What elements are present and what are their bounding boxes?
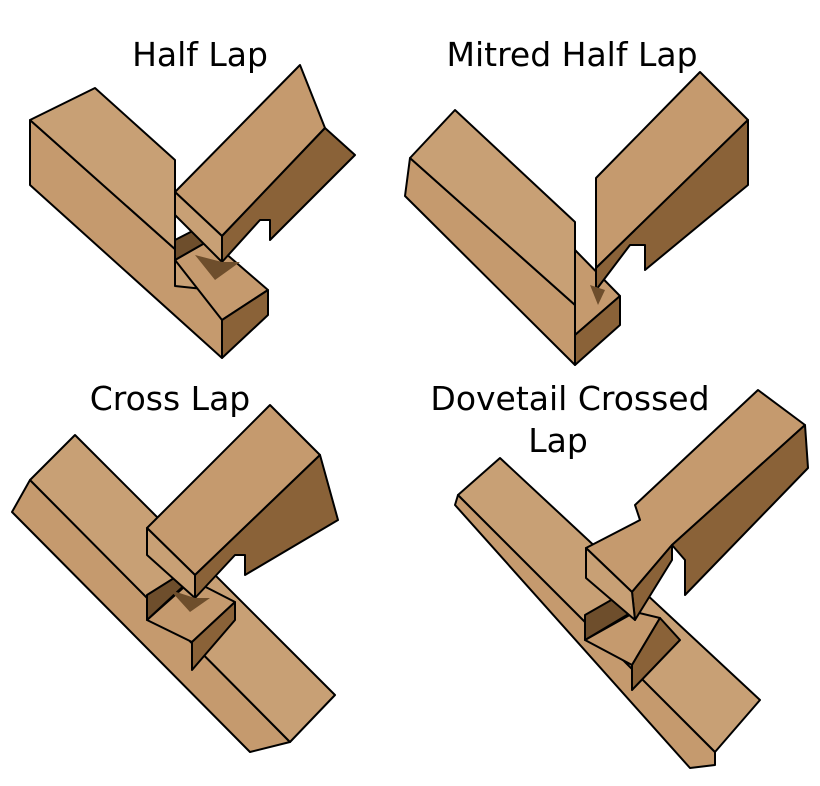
half-lap-shadow <box>195 255 240 280</box>
dovetail-cross-board-end <box>585 547 636 621</box>
mitred-right-board-side <box>595 119 749 291</box>
mitred-half-lap-figure <box>404 71 749 366</box>
half-lap-lower-end-right <box>221 289 269 359</box>
mitred-half-lap-title: Mitred Half Lap <box>446 35 697 74</box>
cross-lap-cross-board-side <box>194 454 339 599</box>
dovetail-crossed-lap-title-line1: Dovetail Crossed <box>430 379 709 418</box>
mitred-shadow <box>590 285 605 305</box>
cross-lap-shadow <box>170 590 210 612</box>
dovetail-lap-end <box>631 617 681 691</box>
dovetail-cross-board-side <box>671 424 809 596</box>
half-lap-figure <box>29 64 356 359</box>
dovetail-crossed-lap-figure <box>454 389 809 769</box>
cross-lap-title: Cross Lap <box>90 379 251 418</box>
half-lap-upper-board-side <box>221 127 356 263</box>
cross-lap-wall-right <box>191 601 236 671</box>
half-lap-title: Half Lap <box>132 35 268 74</box>
cross-lap-figure <box>11 404 339 753</box>
mitred-left-board-top <box>409 109 576 306</box>
dovetail-crossed-lap-title-line2: Lap <box>528 421 588 460</box>
mitred-lap-end <box>574 295 621 366</box>
